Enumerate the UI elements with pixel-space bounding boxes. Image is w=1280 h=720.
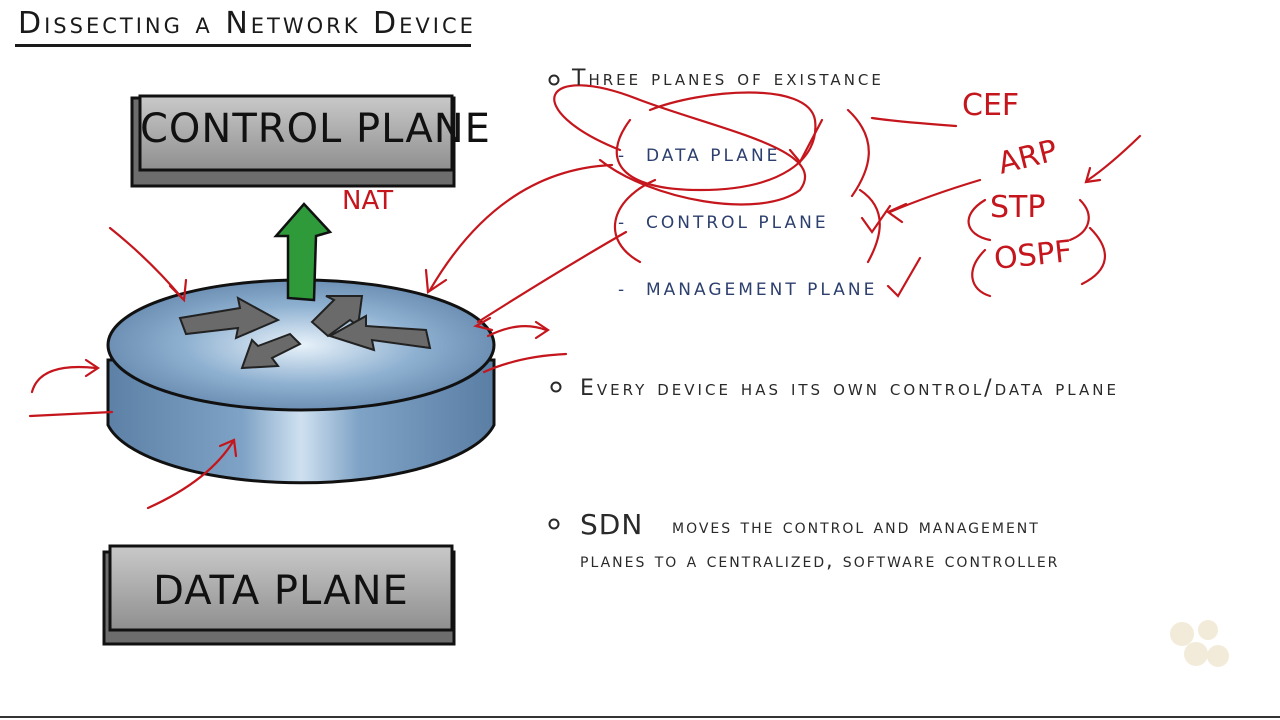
- control-plane-label: CONTROL PLANE: [140, 106, 491, 152]
- ink-annotations: [28, 84, 1142, 510]
- cef-annotation: CEF: [962, 88, 1020, 123]
- data-plane-label: DATA PLANE: [153, 568, 409, 614]
- bullet-dot-1: [548, 74, 560, 86]
- control-plane-plate: [130, 94, 456, 188]
- sub-item-management-plane: MANAGEMENT PLANE: [646, 280, 878, 300]
- bullet-3-line-2: planes to a centralized, software contro…: [580, 548, 1060, 572]
- bullet-dot-2: [550, 381, 562, 393]
- slide-title: Dissecting a Network Device: [18, 6, 476, 41]
- sub-item-data-plane: DATA PLANE: [646, 146, 781, 166]
- sub-item-dash: -: [618, 146, 625, 166]
- bullet-dot-3: [548, 518, 560, 530]
- bottom-border: [0, 716, 1280, 718]
- title-underline: [15, 44, 471, 47]
- nat-annotation: NAT: [342, 186, 394, 216]
- bullet-3-line-1: moves the control and management: [672, 514, 1040, 538]
- sub-item-dash: -: [618, 280, 625, 300]
- watermark-logo: [1170, 620, 1229, 667]
- sub-item-control-plane: CONTROL PLANE: [646, 213, 829, 233]
- data-plane-plate: [102, 544, 456, 646]
- router-icon: [106, 202, 496, 485]
- sub-item-dash: -: [618, 213, 625, 233]
- bullet-3-lead: SDN: [580, 508, 644, 541]
- bullet-1-text: Three planes of existance: [572, 66, 884, 91]
- bullet-2-text: Every device has its own control/data pl…: [580, 376, 1119, 401]
- stp-annotation: STP: [990, 190, 1046, 225]
